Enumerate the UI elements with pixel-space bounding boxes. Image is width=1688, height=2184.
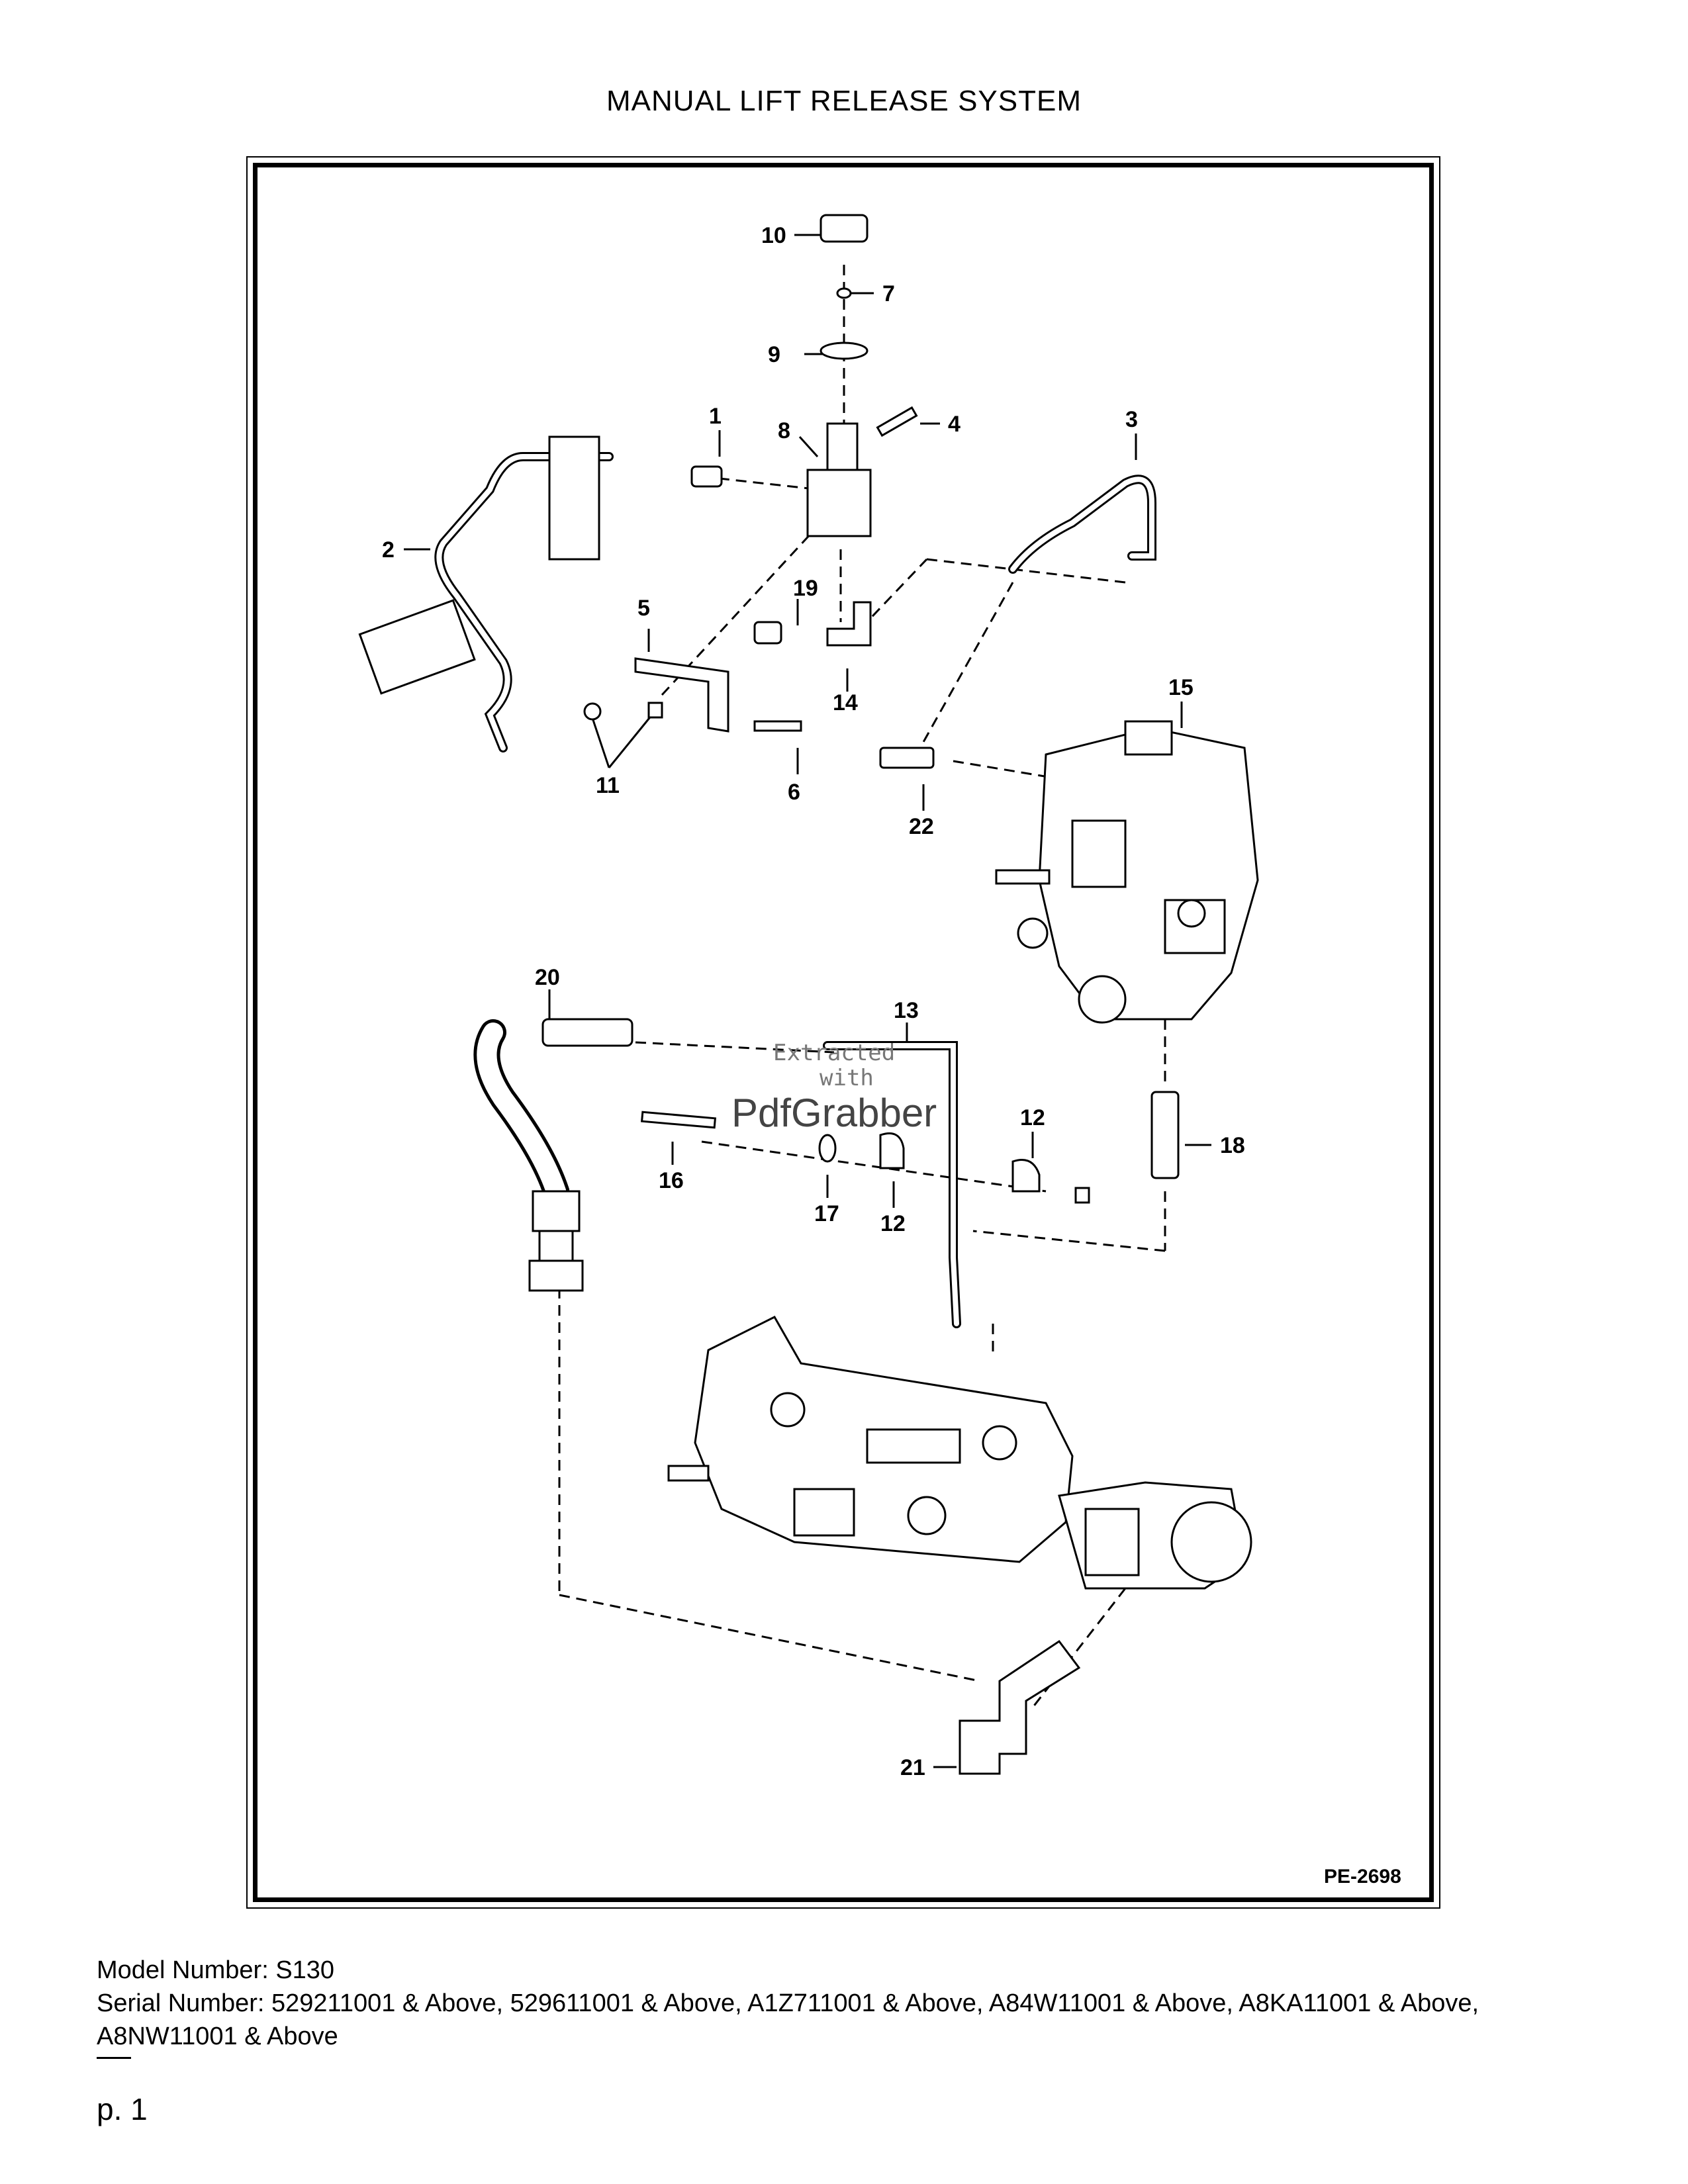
callout-6: 6 (788, 780, 800, 805)
nut-part-11b (647, 702, 663, 719)
model-number: Model Number: S130 (97, 1956, 335, 1984)
callout-17: 17 (814, 1201, 839, 1226)
hydrostatic-pump-assembly (667, 1316, 1252, 1590)
page-title: MANUAL LIFT RELEASE SYSTEM (606, 85, 1082, 117)
knob-part-10 (820, 214, 868, 243)
page-number: p. 1 (97, 2092, 148, 2126)
nut-part-11 (583, 702, 602, 721)
o-ring-part-7 (836, 287, 852, 299)
elbow-part-21 (959, 1639, 1081, 1775)
washer-part-9 (820, 341, 868, 360)
hose-20-fittings (528, 1018, 633, 1292)
tag-lower (358, 599, 476, 695)
callout-15: 15 (1168, 675, 1194, 700)
fitting-part-1 (690, 465, 723, 488)
callout-4: 4 (948, 412, 961, 437)
callout-2: 2 (382, 537, 395, 563)
washer-part-17 (818, 1134, 837, 1163)
diagram-outer-frame (246, 156, 1440, 1909)
bolt-part-16 (640, 1111, 717, 1129)
diagram-inner-frame (253, 163, 1434, 1902)
bolt-part-4 (876, 406, 918, 437)
watermark-line2: with (820, 1065, 874, 1091)
callout-7: 7 (882, 281, 895, 306)
valve-block-part-8 (806, 469, 872, 537)
tag-upper (548, 435, 600, 561)
callout-20: 20 (535, 965, 560, 990)
callout-8: 8 (778, 418, 790, 443)
control-valve-part-15 (995, 720, 1259, 1024)
elbow-part-14 (826, 601, 872, 647)
component-drawings (583, 214, 1180, 1775)
watermark-line1: Extracted (773, 1040, 895, 1066)
decal-tags (358, 435, 600, 695)
callout-13: 13 (894, 998, 919, 1023)
document-footer: Model Number: S130 Serial Number: 529211… (97, 1954, 1579, 2053)
callout-22: 22 (909, 814, 934, 839)
valve-cartridge-part-8 (826, 422, 859, 478)
serial-numbers: Serial Number: 529211001 & Above, 529611… (97, 1989, 1479, 2050)
callout-5: 5 (637, 596, 650, 621)
clamp-part-12b (1011, 1159, 1041, 1193)
fitting-part-18 (1150, 1091, 1180, 1179)
figure-reference: PE-2698 (1324, 1866, 1401, 1888)
callout-9: 9 (768, 342, 780, 367)
nut-part-12 (1074, 1187, 1090, 1204)
callout-14: 14 (833, 690, 858, 715)
callout-1: 1 (709, 404, 722, 429)
watermark-brand: PdfGrabber (731, 1091, 937, 1135)
callout-18: 18 (1220, 1133, 1245, 1158)
page-separator (97, 2057, 131, 2059)
bracket-part-5 (634, 657, 729, 733)
fitting-part-22 (879, 747, 935, 769)
bolt-part-6 (753, 720, 802, 732)
callout-3: 3 (1125, 407, 1138, 432)
callout-16: 16 (659, 1168, 684, 1193)
callout-19: 19 (793, 576, 818, 601)
callout-11: 11 (596, 773, 620, 798)
callout-12-upper: 12 (1020, 1105, 1045, 1130)
callout-labels: 10 7 9 1 8 4 3 2 19 5 14 15 11 6 22 20 1… (382, 223, 1245, 1780)
callout-21: 21 (900, 1755, 925, 1780)
callout-10: 10 (761, 223, 786, 248)
cap-part-19 (753, 621, 782, 645)
watermark: Extracted with PdfGrabber (731, 1040, 937, 1135)
clamp-part-12a (879, 1132, 905, 1169)
callout-12-lower: 12 (880, 1211, 906, 1236)
